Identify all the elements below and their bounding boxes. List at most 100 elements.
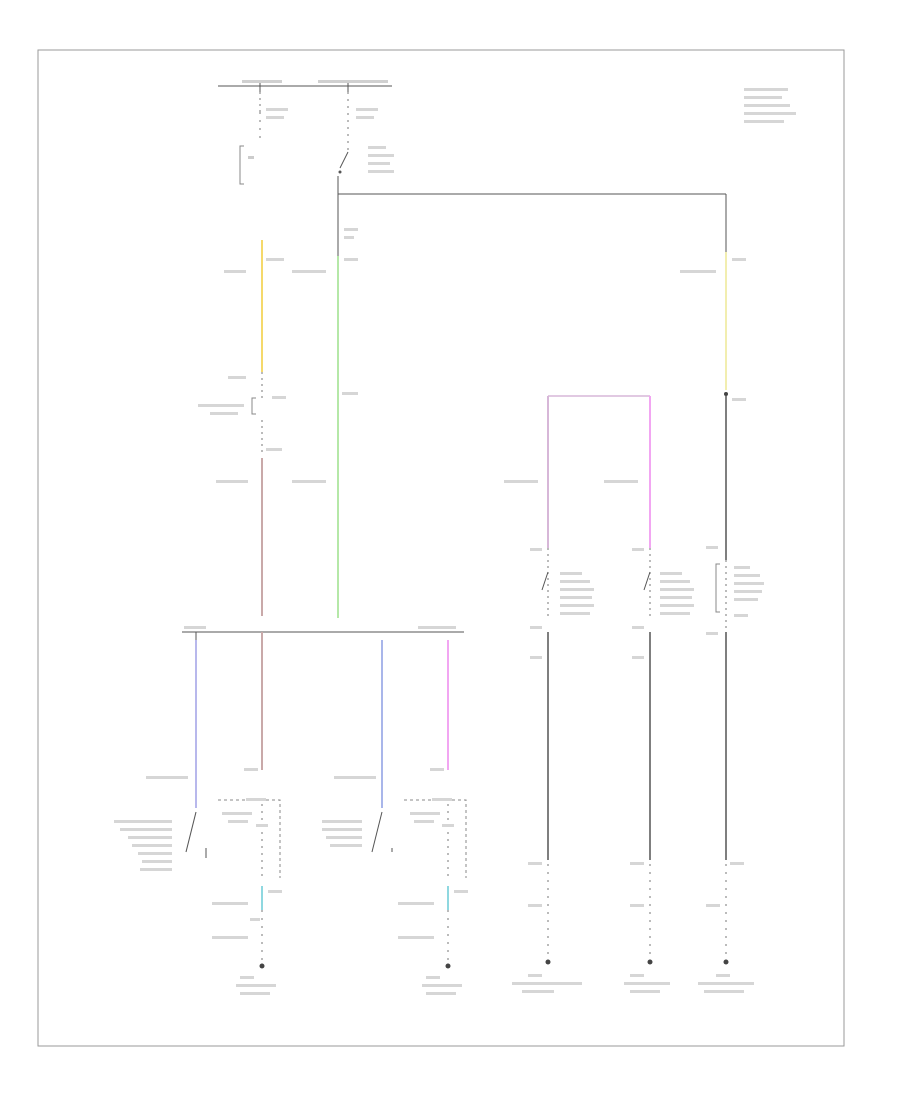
bus-label-mark-a xyxy=(242,80,282,83)
fuse-center-label-2 xyxy=(356,116,374,119)
left-module-label-2 xyxy=(228,820,248,823)
left-ground-label-2 xyxy=(212,936,248,939)
center-module-bracket xyxy=(404,799,467,878)
module-a-label-2 xyxy=(560,580,590,583)
module-label-block-4 xyxy=(744,112,796,115)
module-b-pin-top xyxy=(632,548,644,551)
module-c-ground-name-2 xyxy=(698,982,754,985)
module-c-label-4 xyxy=(734,590,762,593)
right-feed-lower-label xyxy=(706,546,718,549)
left-module-bracket xyxy=(218,799,281,878)
relay-label xyxy=(368,146,386,149)
center-ground-point xyxy=(445,963,451,969)
module-label-block xyxy=(744,88,788,91)
left-sensor-label-5 xyxy=(138,852,172,855)
brown-lower-label xyxy=(244,768,258,771)
relay-switch-contact xyxy=(339,151,349,169)
center-ground-name xyxy=(426,976,440,979)
fuse-left-label xyxy=(266,108,288,111)
pink-lower-label xyxy=(430,768,444,771)
relay-label-2 xyxy=(368,154,394,157)
left-module-label xyxy=(222,812,252,815)
module-c-label-2 xyxy=(734,574,760,577)
right-splice-point xyxy=(724,392,728,396)
module-c-label xyxy=(734,566,750,569)
module-c-label-5 xyxy=(734,598,758,601)
module-b-label-3 xyxy=(660,588,694,591)
brown-wire-label xyxy=(216,480,248,483)
module-c-label-3 xyxy=(734,582,764,585)
module-label-block-2 xyxy=(744,96,782,99)
left-switch-label-2 xyxy=(210,412,238,415)
module-a-label-3 xyxy=(560,588,594,591)
center-sensor-label-3 xyxy=(326,836,362,839)
module-b-out-label xyxy=(632,656,644,659)
fuse-left-mark xyxy=(248,156,254,159)
module-c-bracket xyxy=(715,563,720,613)
module-a-splice-label xyxy=(528,862,542,865)
relay-label-3 xyxy=(368,162,390,165)
module-label-block-5 xyxy=(744,120,784,123)
module-b-splice-label xyxy=(630,862,644,865)
module-a-label-6 xyxy=(560,612,590,615)
center-ground-pin xyxy=(454,890,468,893)
left-ground-name-2 xyxy=(236,984,276,987)
module-a-pin-top xyxy=(530,548,542,551)
module-c-out-label xyxy=(706,632,718,635)
module-a-ground-point xyxy=(545,959,551,965)
center-module-label xyxy=(410,812,440,815)
left-ground-pin xyxy=(268,890,282,893)
module-a-label-5 xyxy=(560,604,594,607)
module-b-label xyxy=(660,572,682,575)
center-ground-label-2 xyxy=(398,936,434,939)
module-b-ground-name-2 xyxy=(624,982,670,985)
splice-label-right xyxy=(418,626,456,629)
yellow-wire-label xyxy=(224,270,246,273)
green-wire-label xyxy=(292,270,326,273)
module-b-switch xyxy=(643,571,651,591)
module-a-ground-name-2 xyxy=(512,982,582,985)
module-label-block-3 xyxy=(744,104,790,107)
center-ground-name-2 xyxy=(422,984,462,987)
left-module-pin xyxy=(256,824,268,827)
center-module-label-2 xyxy=(414,820,434,823)
module-a-switch xyxy=(541,571,549,591)
left-sensor-label-7 xyxy=(140,868,172,871)
left-ground-label xyxy=(212,902,248,905)
module-c-ground-name xyxy=(716,974,730,977)
relay-label-4 xyxy=(368,170,394,173)
center-module-conn-label xyxy=(432,798,452,801)
module-a-ground-name xyxy=(528,974,542,977)
left-module-conn-label xyxy=(246,798,266,801)
right-splice-label xyxy=(732,398,746,401)
left-switch-bracket xyxy=(251,397,256,415)
left-switch-pin-label xyxy=(272,396,286,399)
left-sensor-label-2 xyxy=(120,828,172,831)
module-c-splice-label xyxy=(730,862,744,865)
module-a-ground-name-3 xyxy=(522,990,554,993)
module-a-ground-wire-label xyxy=(528,904,542,907)
relay-switch-pivot xyxy=(338,170,342,174)
center-sensor-label xyxy=(322,820,362,823)
yellow-wire-label-2 xyxy=(228,376,246,379)
fuse-center-label xyxy=(356,108,378,111)
left-sensor-label-4 xyxy=(132,844,172,847)
bus-label-mark-b xyxy=(318,80,388,83)
center-sensor-label-2 xyxy=(322,828,362,831)
left-ground-point xyxy=(259,963,265,969)
module-b-label-2 xyxy=(660,580,690,583)
module-a-label-4 xyxy=(560,596,592,599)
left-switch-label xyxy=(198,404,244,407)
green-wire-pin xyxy=(344,258,358,261)
module-b-pin-bot xyxy=(632,626,644,629)
light-blue-wire-label xyxy=(146,776,188,779)
module-c-ground-point xyxy=(723,959,729,965)
center-sensor-switch xyxy=(371,811,383,853)
module-c-ground-name-3 xyxy=(704,990,744,993)
green-wire-label-2 xyxy=(292,480,326,483)
module-b-ground-point xyxy=(647,959,653,965)
left-switch-out-label xyxy=(266,448,282,451)
module-b-ground-name-3 xyxy=(630,990,660,993)
left-sensor-label xyxy=(114,820,172,823)
